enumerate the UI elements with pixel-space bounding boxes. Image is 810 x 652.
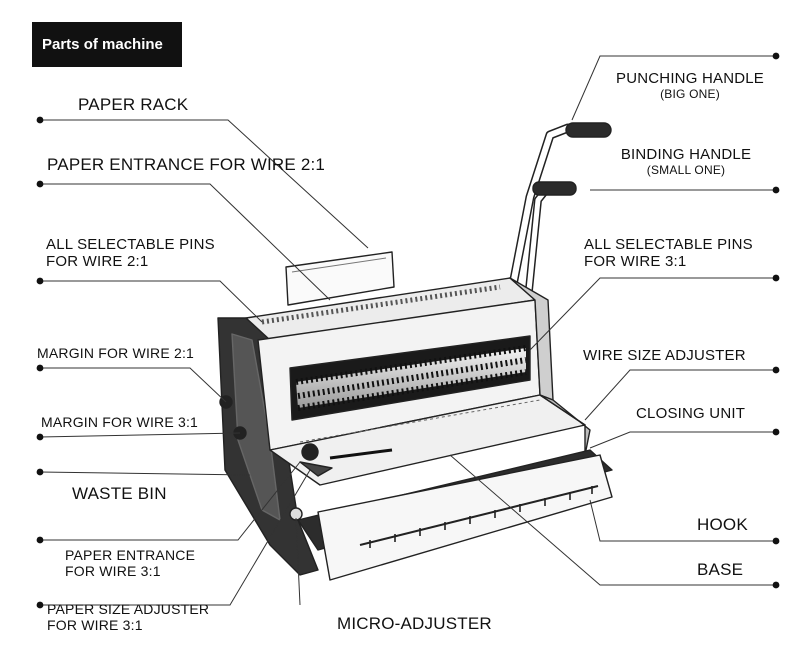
hook-bar bbox=[317, 454, 613, 581]
label-paper-entrance-3-1: PAPER ENTRANCE FOR WIRE 3:1 bbox=[65, 547, 195, 579]
label-paper-entrance-3-1-line2: FOR WIRE 3:1 bbox=[65, 563, 161, 579]
label-micro-adjuster: MICRO-ADJUSTER bbox=[337, 614, 492, 633]
paper-rack bbox=[285, 251, 395, 306]
label-paper-size-adjuster: PAPER SIZE ADJUSTER FOR WIRE 3:1 bbox=[47, 601, 209, 633]
binding-handle bbox=[524, 181, 577, 304]
label-paper-rack: PAPER RACK bbox=[78, 95, 189, 114]
label-pins-2-1: ALL SELECTABLE PINS FOR WIRE 2:1 bbox=[46, 236, 215, 270]
label-wire-size-adjuster: WIRE SIZE ADJUSTER bbox=[583, 347, 746, 364]
paper-size-adjuster bbox=[299, 443, 333, 477]
label-pins-2-1-line1: ALL SELECTABLE PINS bbox=[46, 236, 215, 253]
label-punching-handle-note: (BIG ONE) bbox=[660, 87, 720, 101]
label-waste-bin: WASTE BIN bbox=[72, 484, 167, 503]
label-paper-entrance-2-1: PAPER ENTRANCE FOR WIRE 2:1 bbox=[47, 155, 326, 174]
binding-machine bbox=[217, 122, 613, 581]
label-binding-handle-note: (SMALL ONE) bbox=[646, 163, 726, 177]
label-pins-3-1-line2: FOR WIRE 3:1 bbox=[584, 253, 687, 270]
label-binding-handle: BINDING HANDLE (SMALL ONE) bbox=[596, 146, 776, 177]
label-punching-handle: PUNCHING HANDLE (BIG ONE) bbox=[600, 70, 780, 101]
label-closing-unit: CLOSING UNIT bbox=[636, 405, 746, 422]
title-badge: Parts of machine bbox=[32, 22, 182, 67]
label-paper-size-line1: PAPER SIZE ADJUSTER bbox=[47, 601, 210, 617]
closing-unit bbox=[539, 394, 591, 456]
label-paper-size-line2: FOR WIRE 3:1 bbox=[47, 617, 143, 633]
pins-2-1 bbox=[261, 284, 501, 325]
label-margin-3-1: MARGIN FOR WIRE 3:1 bbox=[41, 414, 199, 430]
punching-handle bbox=[507, 122, 612, 295]
label-hook: HOOK bbox=[697, 515, 748, 534]
label-punching-handle-main: PUNCHING HANDLE bbox=[615, 70, 765, 87]
leader-dots bbox=[36, 52, 780, 609]
label-pins-3-1: ALL SELECTABLE PINS FOR WIRE 3:1 bbox=[584, 236, 753, 270]
leader-lines bbox=[39, 55, 776, 606]
label-binding-handle-main: BINDING HANDLE bbox=[620, 146, 752, 163]
label-pins-2-1-line2: FOR WIRE 2:1 bbox=[46, 253, 149, 270]
label-pins-3-1-line1: ALL SELECTABLE PINS bbox=[584, 236, 753, 253]
label-base: BASE bbox=[697, 560, 744, 579]
label-margin-2-1: MARGIN FOR WIRE 2:1 bbox=[37, 345, 195, 361]
label-paper-entrance-3-1-line1: PAPER ENTRANCE bbox=[65, 547, 196, 563]
